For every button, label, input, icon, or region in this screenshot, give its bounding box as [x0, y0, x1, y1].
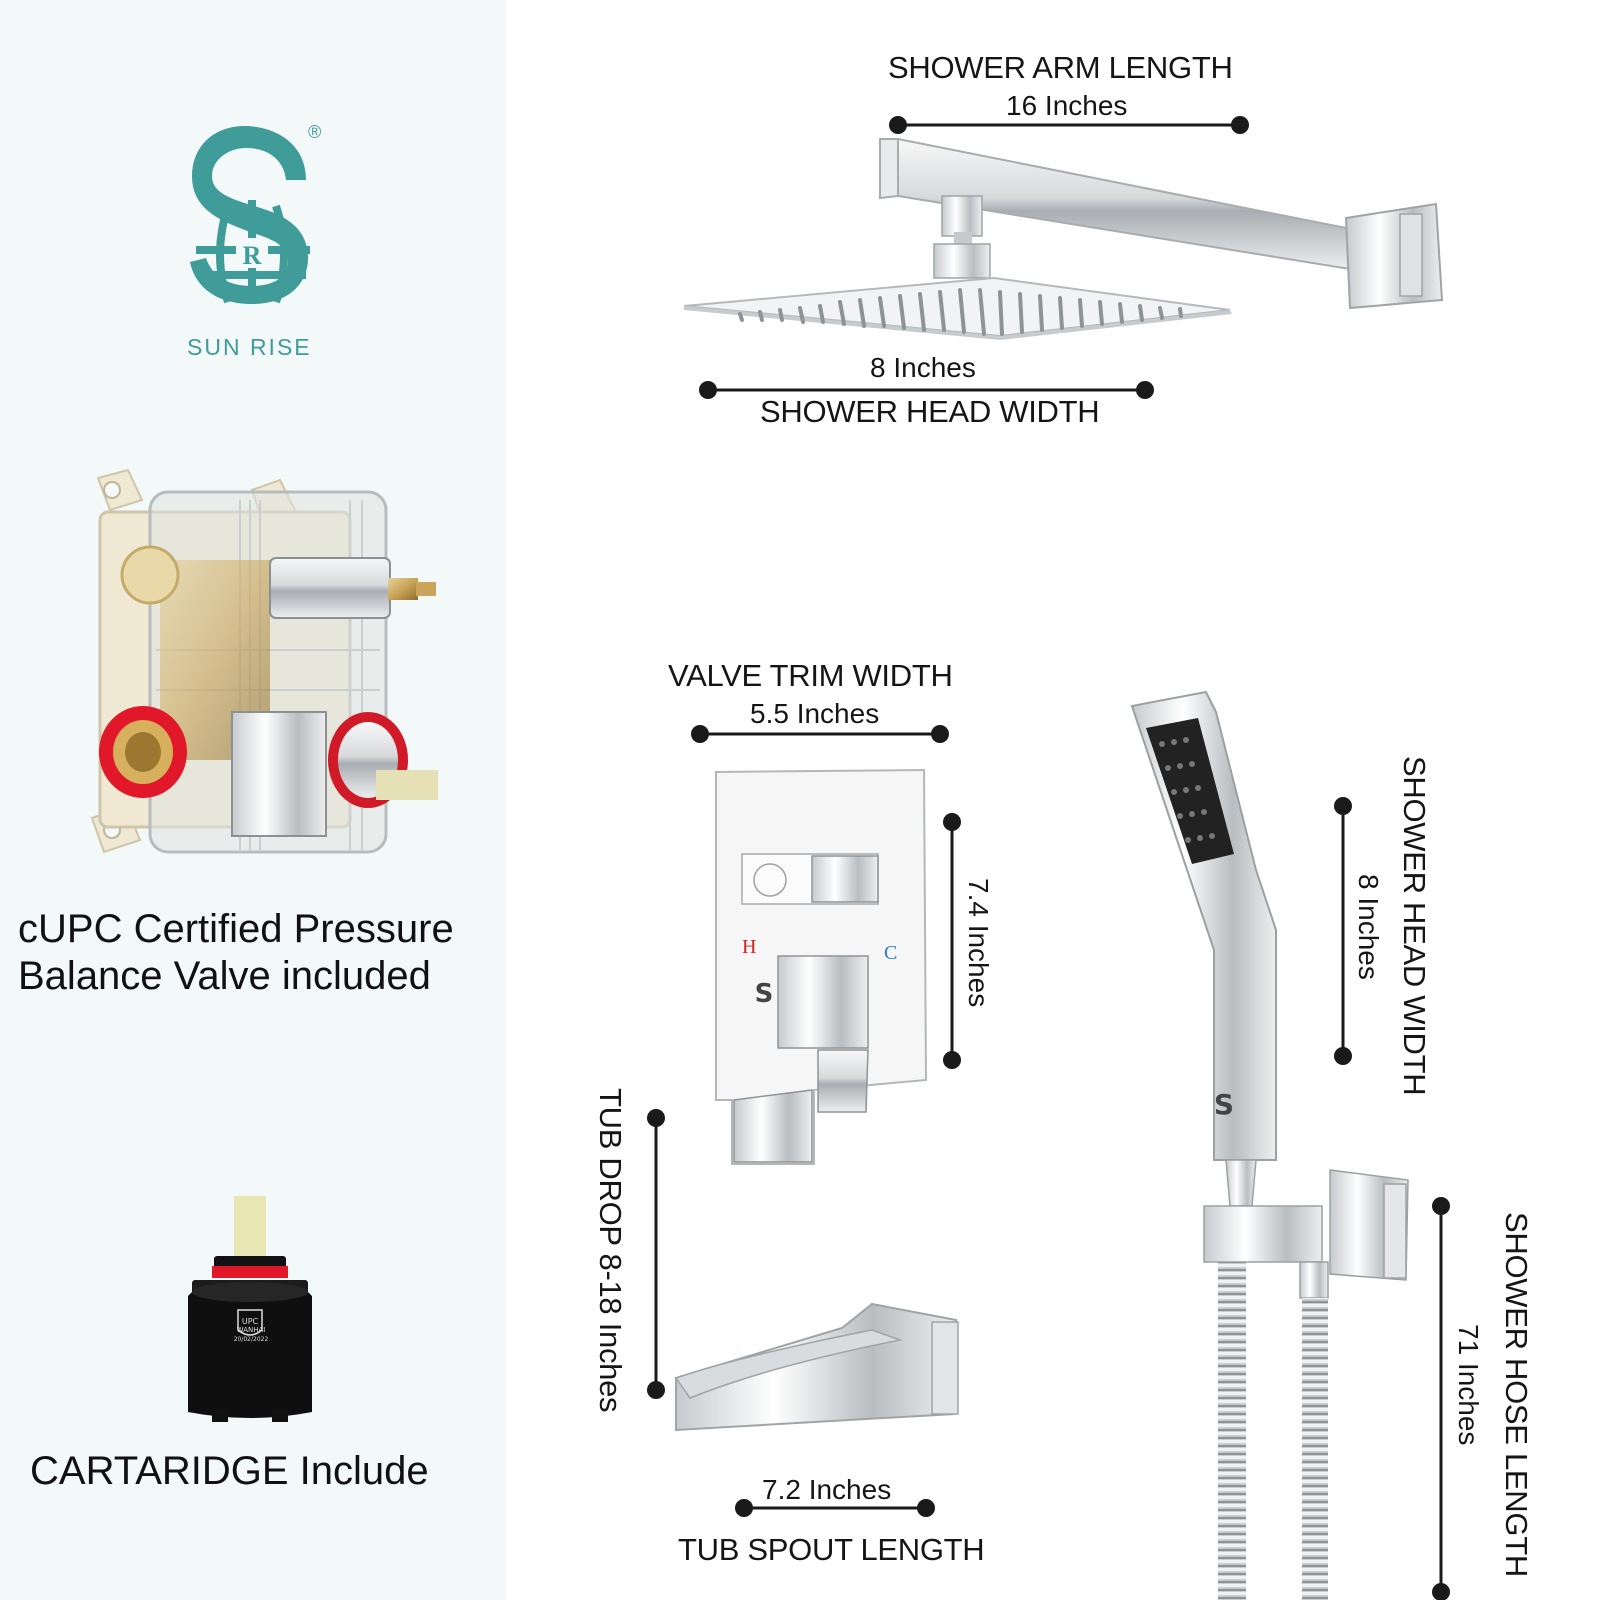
valve-trim-title: VALVE TRIM WIDTH — [668, 658, 953, 693]
shower-arm-value: 16 Inches — [1006, 90, 1128, 121]
cartridge-date: 20/02/2022 — [233, 1336, 269, 1343]
shower-head-value: 8 Inches — [870, 352, 976, 383]
cold-label: C — [884, 942, 898, 964]
valve-caption: cUPC Certified Pressure Balance Valve in… — [18, 906, 454, 1000]
valve-caption-line2: Balance Valve included — [18, 954, 431, 998]
shower-arm-title: SHOWER ARM LENGTH — [888, 50, 1233, 85]
hot-label: H — [742, 936, 757, 958]
handheld-head-title: SHOWER HEAD WIDTH — [1397, 756, 1432, 1096]
valve-caption-line1: cUPC Certified Pressure — [18, 907, 454, 951]
valve-trim-icon: S — [715, 768, 928, 1165]
tub-spout-title: TUB SPOUT LENGTH — [678, 1532, 985, 1567]
tub-spout-value: 7.2 Inches — [762, 1474, 892, 1505]
tub-drop-title: TUB DROP 8-18 Inches — [593, 1088, 628, 1413]
svg-text:R: R — [243, 241, 262, 270]
handheld-shower-icon: S — [1130, 690, 1409, 1299]
svg-text:UPC: UPC — [242, 1317, 259, 1326]
shower-head-title: SHOWER HEAD WIDTH — [760, 394, 1100, 429]
cartridge-marking: WANHAI — [236, 1326, 266, 1334]
brand-name: SUN RISE — [187, 334, 312, 360]
rough-in-valve-icon — [90, 468, 438, 854]
tub-spout-icon — [674, 1302, 959, 1432]
hose-icon — [1218, 1262, 1328, 1600]
rain-shower-head-icon — [683, 276, 1232, 340]
sunrise-logo-icon: R — [190, 126, 310, 304]
registered-mark: ® — [308, 122, 322, 142]
shower-hose-title: SHOWER HOSE LENGTH — [1499, 1212, 1534, 1577]
svg-text:S: S — [1214, 1088, 1234, 1121]
handheld-head-value: 8 Inches — [1353, 874, 1384, 980]
valve-trim-value: 5.5 Inches — [750, 698, 880, 729]
shower-arm-icon — [879, 137, 1444, 310]
svg-text:S: S — [755, 979, 774, 1009]
shower-hose-value: 71 Inches — [1453, 1324, 1484, 1446]
cartridge-caption: CARTARIDGE Include — [30, 1449, 429, 1493]
valve-trim-height-value: 7.4 Inches — [963, 878, 994, 1008]
dimension-lines — [647, 116, 1450, 1600]
cartridge-icon: UPC — [188, 1196, 312, 1422]
